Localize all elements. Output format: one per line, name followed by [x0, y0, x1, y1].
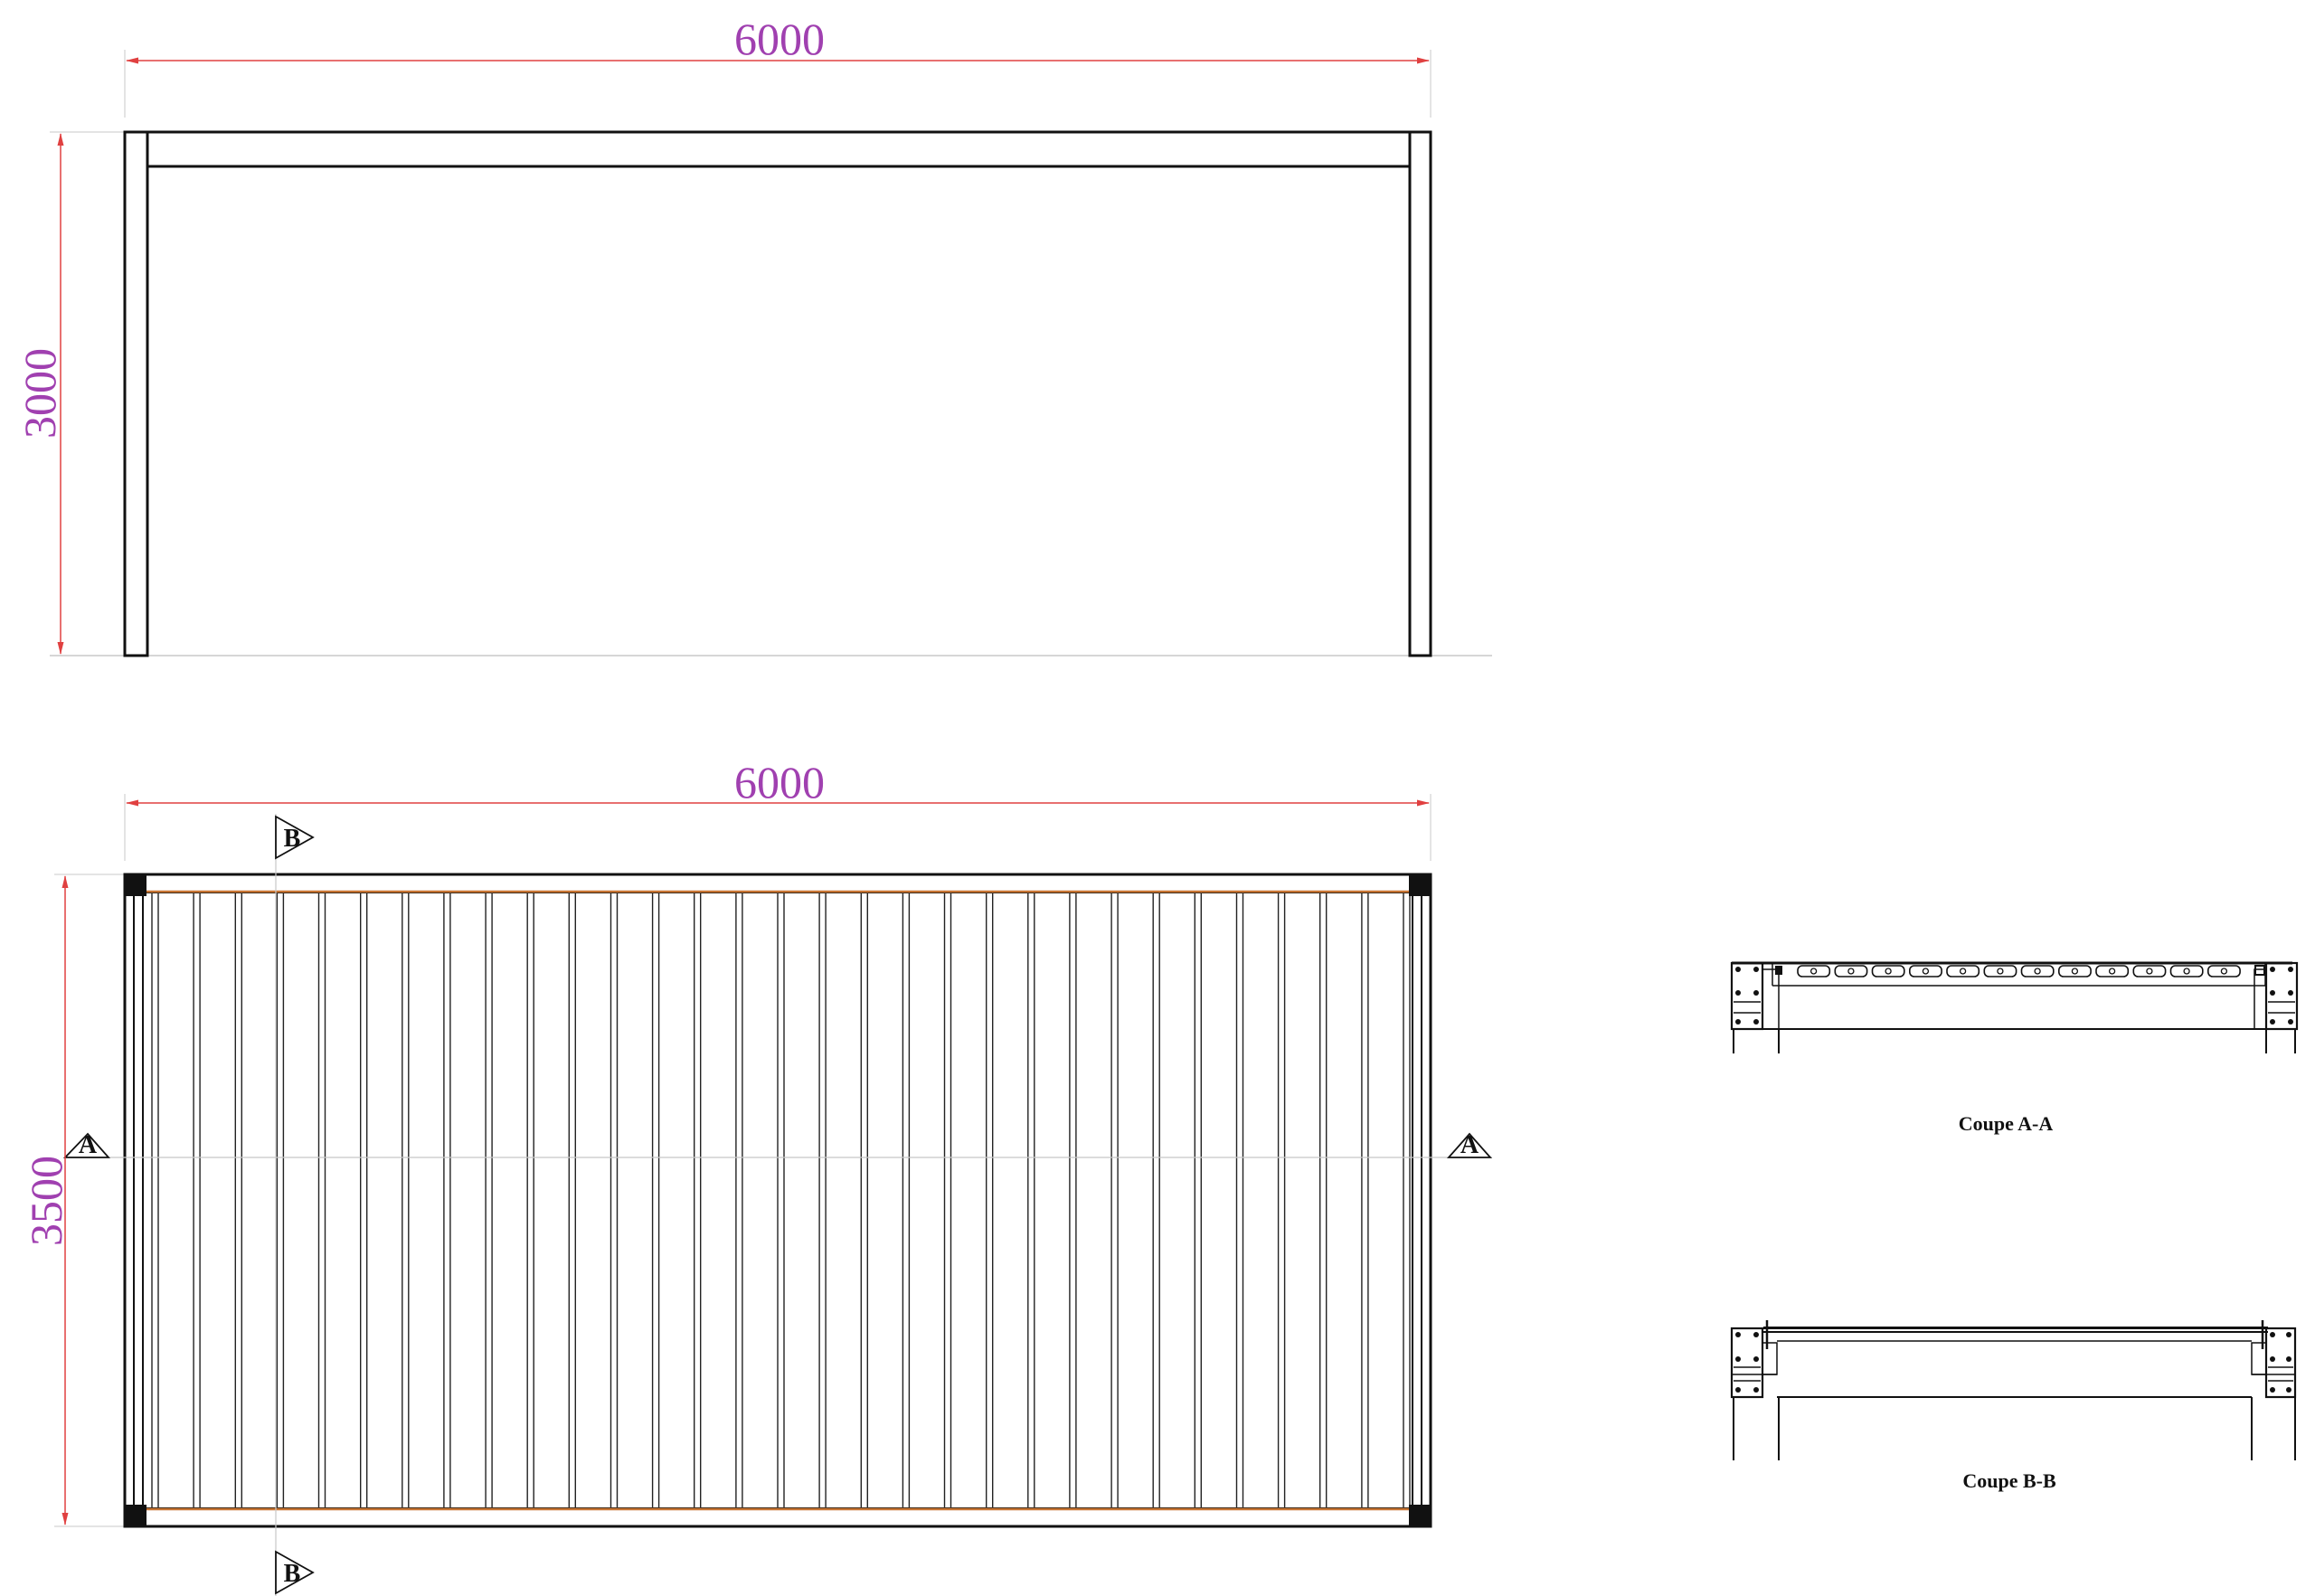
section-marker-b-bottom: B — [275, 1550, 315, 1595]
slat-profile — [2132, 965, 2167, 977]
slat-profile — [1983, 965, 2017, 977]
section-marker-b-top: B — [275, 815, 315, 860]
corner-post — [1409, 1505, 1431, 1526]
section-b-b: Coupe B-B — [1730, 1320, 2297, 1492]
svg-text:B: B — [284, 825, 301, 853]
plan-width-label: 6000 — [734, 757, 825, 807]
section-marker-a-left: A — [62, 1131, 110, 1159]
slat-profile — [2095, 965, 2130, 977]
slat-profile — [1946, 965, 1980, 977]
plan-view: A A B B 6000 3500 — [21, 757, 1492, 1596]
slat-pivot — [1997, 968, 2004, 975]
front-elevation: 6000 3000 — [14, 14, 1492, 657]
slat-pivot — [1809, 968, 1818, 975]
corner-post — [125, 874, 146, 896]
slat-pivot — [2108, 968, 2116, 975]
slat-pivot — [2146, 968, 2153, 975]
elevation-height-label: 3000 — [14, 348, 65, 439]
slat-profile — [1834, 965, 1868, 977]
top-beam — [123, 130, 1432, 168]
slat-pivot — [2071, 968, 2079, 975]
slat-profile — [2169, 965, 2204, 977]
right-post — [1408, 130, 1432, 657]
svg-text:A: A — [1460, 1131, 1479, 1159]
corner-post — [1409, 874, 1431, 896]
slat-profile — [1797, 965, 1831, 977]
slat-pivot — [1847, 968, 1855, 975]
svg-text:A: A — [79, 1131, 98, 1159]
slat-pivot — [1922, 968, 1930, 975]
slat-profile — [2207, 965, 2241, 977]
svg-text:B: B — [284, 1560, 301, 1588]
slat-pivot — [2220, 968, 2228, 975]
elevation-width-label: 6000 — [734, 14, 825, 64]
section-a-caption: Coupe A-A — [1959, 1112, 2054, 1135]
section-marker-a-right: A — [1447, 1131, 1492, 1159]
corner-post — [125, 1505, 146, 1526]
slat-pivot — [1885, 968, 1892, 975]
louvre-slats — [151, 892, 1411, 1509]
slat-pivot — [1959, 968, 1967, 975]
plan-outer-frame — [123, 873, 1432, 1528]
slat-pivot — [2034, 968, 2041, 975]
section-b-caption: Coupe B-B — [1962, 1469, 2056, 1492]
slat-profile — [1871, 965, 1905, 977]
slat-profile — [1909, 965, 1942, 977]
plan-height-label: 3500 — [21, 1156, 71, 1246]
slat-profile — [2020, 965, 2055, 977]
slat-profile — [2058, 965, 2092, 977]
section-a-a: Coupe A-A — [1730, 961, 2299, 1135]
slat-pivot — [2183, 968, 2190, 975]
left-post — [123, 130, 149, 657]
